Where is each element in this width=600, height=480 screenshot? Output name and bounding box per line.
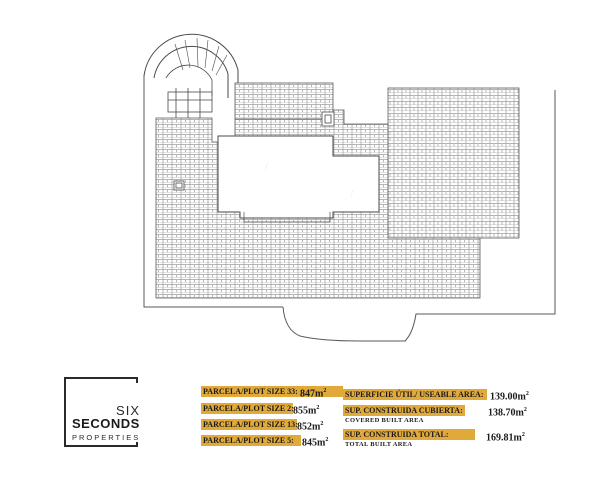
plot-size-label: PARCELA/PLOT SIZE 2: bbox=[201, 403, 294, 414]
chimney bbox=[173, 111, 335, 191]
plot-size-value: 847m2 bbox=[300, 388, 327, 400]
area-value: 139.00m2 bbox=[490, 391, 529, 403]
svg-text:· · ·: · · · bbox=[349, 190, 355, 196]
area-sublabel: COVERED BUILT AREA bbox=[345, 417, 424, 424]
roof-floor-plan: · · · · · · · bbox=[143, 33, 556, 342]
area-value: 138.70m2 bbox=[488, 407, 527, 419]
roof-terrace bbox=[217, 135, 380, 223]
plot-size-label: PARCELA/PLOT SIZE 13: bbox=[201, 419, 298, 430]
plot-size-value: 845m2 bbox=[302, 437, 329, 449]
terrace-outline bbox=[143, 75, 556, 342]
plot-size-value: 852m2 bbox=[297, 421, 324, 433]
logo-line-six: SIX bbox=[114, 403, 140, 418]
area-sublabel: TOTAL BUILT AREA bbox=[345, 441, 413, 448]
area-label: SUPERFICIE ÚTIL/ USEABLE AREA: bbox=[343, 389, 487, 400]
logo-line-seconds: SECONDS bbox=[72, 416, 140, 431]
plan-annotation: · · · · · · · bbox=[263, 162, 355, 197]
svg-text:· · · ·: · · · · bbox=[263, 162, 269, 171]
spiral-staircase bbox=[143, 33, 239, 98]
plot-size-label: PARCELA/PLOT SIZE 5: bbox=[201, 435, 301, 446]
pergola bbox=[167, 88, 213, 118]
six-seconds-logo: SIX SECONDS PROPERTIES bbox=[64, 377, 141, 447]
plot-size-value: 855m2 bbox=[293, 405, 320, 417]
plot-size-label: PARCELA/PLOT SIZE 33: bbox=[201, 386, 343, 397]
area-label: SUP. CONSTRUIDA CUBIERTA: bbox=[343, 405, 465, 416]
area-value: 169.81m2 bbox=[486, 432, 525, 444]
logo-line-properties: PROPERTIES bbox=[72, 433, 141, 442]
area-label: SUP. CONSTRUIDA TOTAL: bbox=[343, 429, 475, 440]
